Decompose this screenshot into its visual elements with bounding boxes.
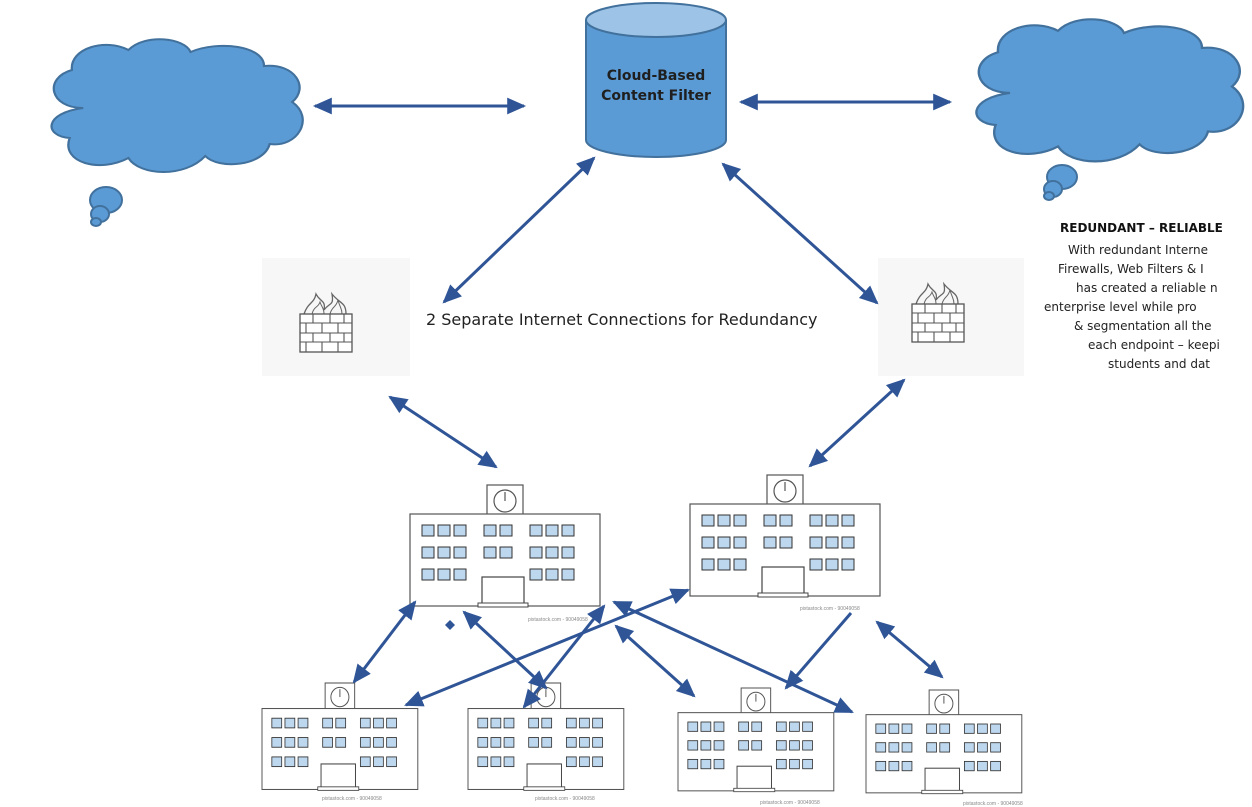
side-note-title: REDUNDANT – RELIABLE [1060,221,1223,235]
content-filter-label-line1: Cloud-Based [607,68,705,84]
right-cloud-icon [975,18,1245,201]
school-building-bottom-1-icon [261,682,419,791]
connection-label: 2 Separate Internet Connections for Redu… [426,310,818,329]
school-building-top-left-icon [409,484,601,608]
side-note-line-5: & segmentation all the [1074,319,1212,333]
arrow-school-a-to-b4 [612,600,854,714]
left-cloud-icon [50,38,304,227]
arrow-school-a-to-b3 [614,624,696,698]
side-note-line-6: each endpoint – keepi [1088,338,1220,352]
arrow-filter-to-right-firewall [721,162,879,305]
arrow-school-b-to-b3 [784,612,853,690]
arrow-school-b-to-b4 [875,620,944,679]
arrow-school-a-to-b1 [352,600,417,684]
arrow-filter-to-left-firewall [442,156,596,304]
school-building-bottom-3-icon [677,687,835,793]
small-diamond-marker [445,620,455,630]
watermark-1: pixtastock.com - 90049058 [528,617,588,623]
content-filter-database-icon [585,2,727,158]
watermark-4: pixtastock.com - 90049058 [535,796,595,802]
side-note-line-2: Firewalls, Web Filters & I [1058,262,1204,276]
watermark-3: pixtastock.com - 90049058 [322,796,382,802]
watermark-5: pixtastock.com - 90049058 [760,800,820,806]
watermark-6: pixtastock.com - 90049058 [963,801,1023,807]
side-note-line-3: has created a reliable n [1076,281,1218,295]
arrow-school-a-to-b2-b [522,604,606,709]
watermark-2: pixtastock.com - 90049058 [800,606,860,612]
arrow-right-firewall-to-school [808,378,906,468]
school-building-bottom-2-icon [467,682,625,791]
school-building-bottom-4-icon [865,689,1023,795]
side-note-line-4: enterprise level while pro [1044,300,1197,314]
side-note-line-7: students and dat [1108,357,1210,371]
content-filter-label-line2: Content Filter [601,88,711,104]
school-building-top-right-icon [689,474,881,598]
side-note-line-1: With redundant Interne [1068,243,1208,257]
arrow-left-firewall-to-school [388,395,498,469]
